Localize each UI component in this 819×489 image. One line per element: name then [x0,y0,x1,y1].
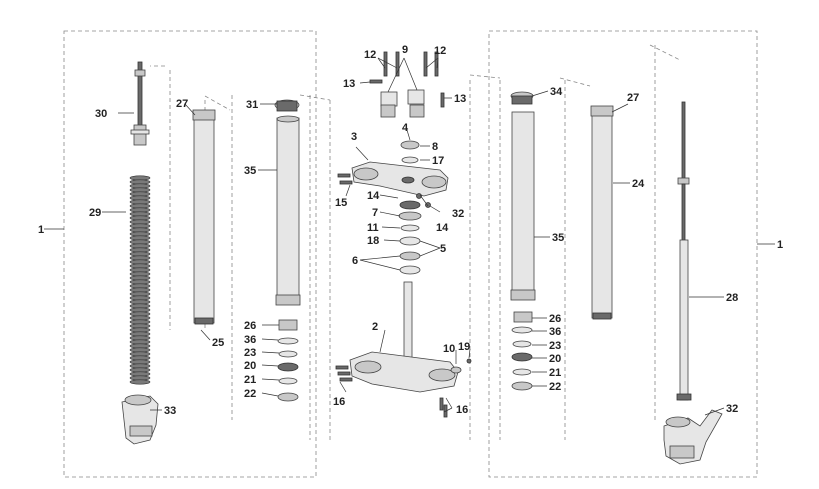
fork-foot-33 [121,394,159,445]
callout-14-left: 14 [367,190,380,202]
callout-32-right: 32 [726,403,738,415]
callout-28: 28 [726,292,738,304]
callout-2: 2 [372,321,378,333]
callout-22-left: 22 [244,388,256,400]
callout-15: 15 [335,197,347,209]
right-seal-stack [511,311,533,391]
callout-34: 34 [550,86,563,98]
callout-27-right: 27 [627,92,639,104]
callout-21-left: 21 [244,374,256,386]
left-seal-stack [277,319,299,402]
callout-20-left: 20 [244,360,256,372]
callout-labels: 1 1 2 3 4 5 6 7 8 9 10 11 12 12 13 13 14… [38,44,783,417]
callout-36-left: 36 [244,334,256,346]
callout-23-left: 23 [244,347,256,359]
callout-3: 3 [351,131,357,143]
callout-1-right: 1 [777,239,783,251]
callout-35-right: 35 [552,232,564,244]
spring-29 [129,175,151,385]
steering-bearing-stack [398,200,422,275]
callout-33: 33 [164,405,176,417]
callout-22-right: 22 [549,381,561,393]
callout-16-right: 16 [456,404,468,416]
left-fork-leg-group [63,30,317,478]
callout-30: 30 [95,108,107,120]
callout-4: 4 [402,122,409,134]
callout-19: 19 [458,341,470,353]
fork-foot-32 [663,409,723,465]
callout-36-right: 36 [549,326,561,338]
callout-29: 29 [89,207,101,219]
callout-11: 11 [367,222,379,234]
inner-tube-27 [192,109,216,325]
callout-9: 9 [402,44,408,56]
callout-26-left: 26 [244,320,256,332]
stem-nut-8 [400,140,420,164]
spring-coil [129,379,151,385]
leader-lines [44,57,775,416]
callout-18: 18 [367,235,379,247]
callout-5: 5 [440,243,446,255]
callout-12-right: 12 [434,45,446,57]
callout-23-right: 23 [549,340,561,352]
inner-tube-27-right [590,105,614,320]
callout-31: 31 [246,99,258,111]
callout-8: 8 [432,141,438,153]
callout-7: 7 [372,207,378,219]
callout-12-left: 12 [364,49,376,61]
cartridge-28 [676,101,692,401]
callout-24: 24 [632,178,645,190]
callout-13-left: 13 [343,78,355,90]
callout-14-right: 14 [436,222,449,234]
callout-20-right: 20 [549,353,561,365]
callout-35-left: 35 [244,165,256,177]
callout-1-left: 1 [38,224,44,236]
callout-25: 25 [212,337,224,349]
callout-16-left: 16 [333,396,345,408]
callout-32-center: 32 [452,208,464,220]
top-triple-clamp-3 [337,161,449,197]
callout-10: 10 [443,343,455,355]
handlebar-clamp-assembly [369,51,445,118]
damper-rod-30 [130,61,150,146]
callout-6: 6 [352,255,358,267]
lower-triple-clamp-2 [335,193,472,418]
right-fork-leg-group [488,30,758,478]
callout-17: 17 [432,155,444,167]
callout-13-right: 13 [454,93,466,105]
callout-26-right: 26 [549,313,561,325]
callout-21-right: 21 [549,367,561,379]
outer-tube-35-left [274,99,301,306]
callout-27-left: 27 [176,98,188,110]
outer-tube-35-right [510,91,536,301]
